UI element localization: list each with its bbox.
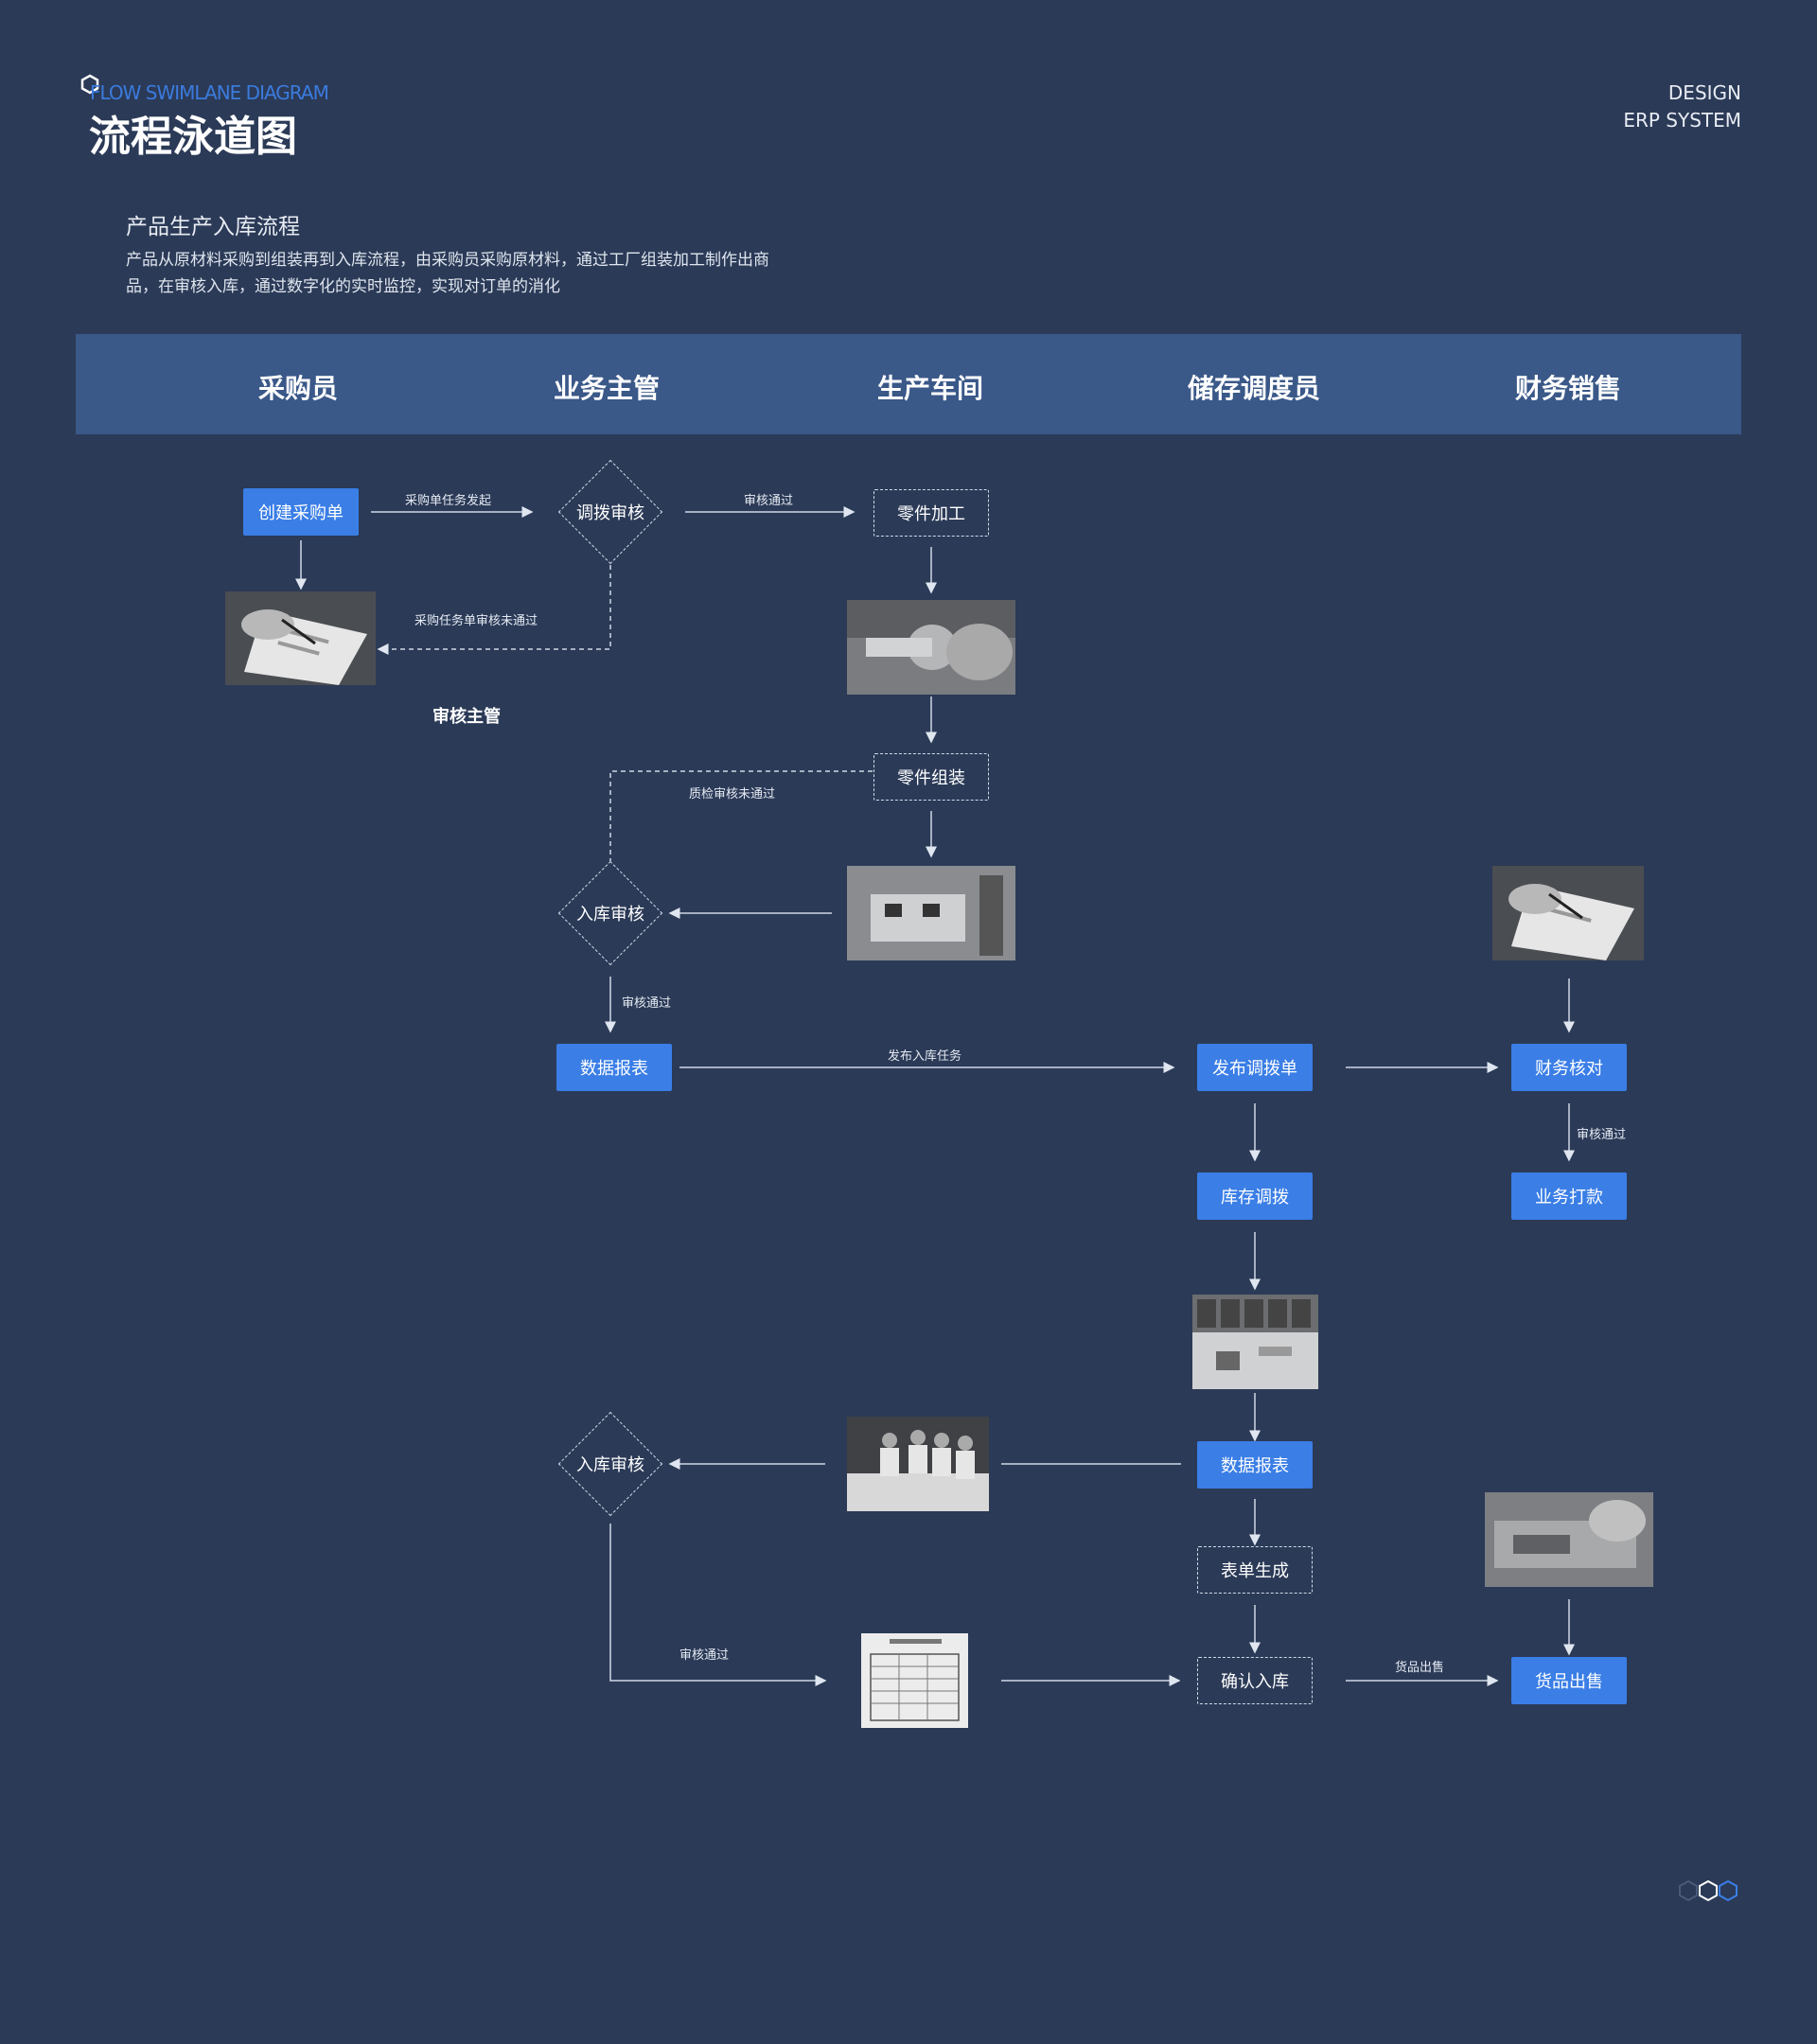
lane-production-workshop: 生产车间 [876, 373, 983, 404]
parts-processing-node: 零件加工 [873, 489, 989, 537]
create-purchase-order-node: 创建采购单 [243, 488, 359, 536]
parts-machining-image [847, 600, 1015, 695]
photo-team-meeting [847, 1417, 989, 1511]
lane-business-supervisor: 业务主管 [553, 373, 660, 404]
page-title: 流程泳道图 [89, 113, 297, 161]
edge-label-review-passed-4: 审核通过 [679, 1648, 730, 1663]
signing-document-image [225, 591, 376, 685]
data-report-node-2: 数据报表 [1197, 1441, 1313, 1489]
team-meeting-image [847, 1417, 989, 1511]
warehouse-review-decision-1: 入库审核 [557, 860, 663, 966]
publish-transfer-node: 发布调拨单 [1197, 1044, 1313, 1091]
design-label: DESIGN ERP SYSTEM [1623, 79, 1741, 134]
edge-label-review-passed-1: 审核通过 [744, 494, 794, 508]
process-description: 产品从原材料采购到组装再到入库流程，由采购员采购原材料，通过工厂组装加工制作出商… [126, 251, 769, 296]
business-payment-node: 业务打款 [1511, 1172, 1627, 1220]
lane-purchaser: 采购员 [257, 373, 338, 404]
photo-signing-document [225, 591, 376, 685]
inventory-transfer-node: 库存调拨 [1197, 1172, 1313, 1220]
process-title: 产品生产入库流程 [126, 215, 300, 239]
document-form-image [861, 1633, 968, 1728]
lane-storage-dispatcher: 储存调度员 [1187, 373, 1320, 404]
data-report-node-1: 数据报表 [556, 1044, 672, 1091]
goods-sale-image [1485, 1492, 1653, 1587]
transfer-review-decision: 调拨审核 [557, 459, 663, 565]
hexagon-chain-icon [1679, 1879, 1738, 1902]
edge-label-review-passed-3: 审核通过 [1577, 1128, 1627, 1142]
swimlane-header-bar [76, 334, 1741, 434]
lane-finance-sales: 财务销售 [1514, 373, 1621, 404]
warehouse-review-decision-2: 入库审核 [557, 1411, 663, 1517]
transfer-review-label: 调拨审核 [576, 503, 644, 523]
design-line-1: DESIGN [1667, 81, 1741, 104]
warehouse-review-label-1: 入库审核 [576, 905, 644, 925]
title-english: FLOW SWIMLANE DIAGRAM [90, 81, 329, 104]
edge-label-po-review-failed: 采购任务单审核未通过 [415, 614, 538, 628]
photo-document-form [861, 1633, 968, 1728]
goods-sale-node: 货品出售 [1511, 1657, 1627, 1704]
edge-label-po-initiated: 采购单任务发起 [405, 494, 492, 508]
assembled-part-image [847, 866, 1015, 960]
edge-label-review-passed-2: 审核通过 [622, 996, 672, 1011]
edge-label-qc-failed: 质检审核未通过 [689, 787, 776, 802]
form-generation-node: 表单生成 [1197, 1546, 1313, 1594]
photo-warehouse [1192, 1295, 1318, 1389]
photo-goods-sale [1485, 1492, 1653, 1587]
confirm-warehouse-node: 确认入库 [1197, 1657, 1313, 1704]
warehouse-review-label-2: 入库审核 [576, 1455, 644, 1475]
edge-label-publish-task: 发布入库任务 [888, 1049, 962, 1064]
photo-assembled-part [847, 866, 1015, 960]
parts-assembly-node: 零件组装 [873, 753, 989, 801]
edge-label-goods-sale: 货品出售 [1395, 1661, 1445, 1675]
warehouse-image [1192, 1295, 1318, 1389]
photo-parts-machining [847, 600, 1015, 695]
photo-finance-signing [1492, 866, 1644, 960]
finance-signing-image [1492, 866, 1644, 960]
design-line-2: ERP SYSTEM [1623, 109, 1741, 132]
hexagon-logo-icon [80, 74, 99, 95]
finance-check-node: 财务核对 [1511, 1044, 1627, 1091]
review-supervisor-label: 审核主管 [432, 707, 501, 727]
